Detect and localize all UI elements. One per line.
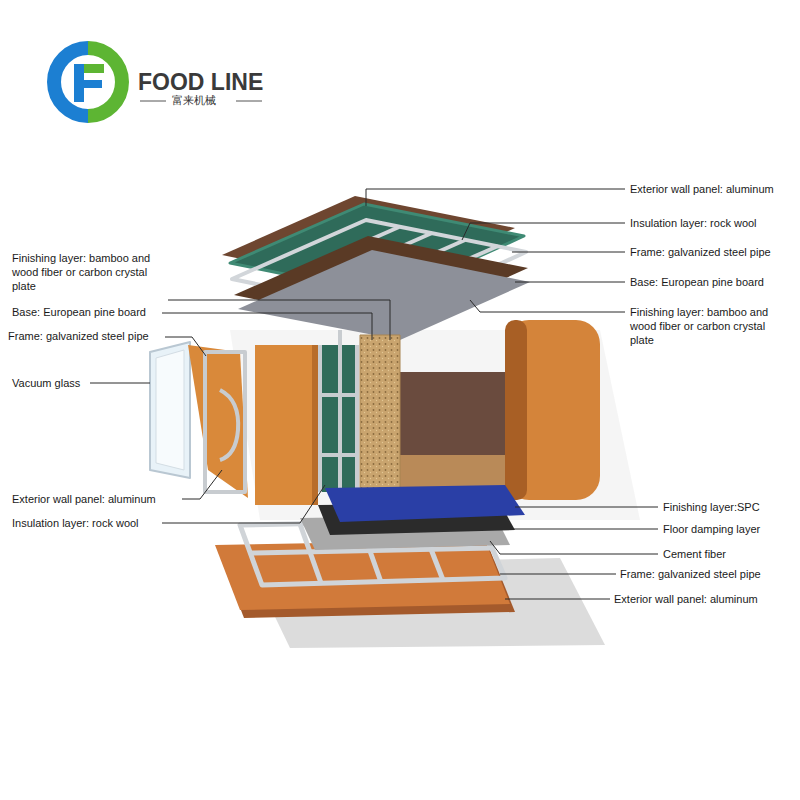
part-label: Base: European pine board — [630, 276, 764, 290]
part-label: Floor damping layer — [663, 523, 760, 537]
wall-panels — [150, 320, 600, 505]
part-label: Finishing layer: bamboo and wood fiber o… — [12, 252, 162, 293]
part-label: Finishing layer:SPC — [663, 501, 760, 515]
part-label: Exterior wall panel: aluminum — [630, 183, 774, 197]
logo-rule — [140, 101, 166, 102]
leader-lines — [90, 189, 658, 599]
floor-layers — [215, 485, 525, 618]
part-label: Exterior wall panel: aluminum — [12, 493, 156, 507]
logo-rule — [236, 101, 262, 102]
part-label: Frame: galvanized steel pipe — [8, 330, 149, 344]
part-label: Insulation layer: rock wool — [630, 217, 757, 231]
logo-icon — [54, 48, 122, 116]
part-label: Frame: galvanized steel pipe — [630, 246, 771, 260]
part-label: Insulation layer: rock wool — [12, 517, 139, 531]
logo-wordmark: FOOD LINE — [138, 68, 263, 97]
logo-subtitle: 富来机械 — [172, 94, 216, 108]
part-label: Exterior wall panel: aluminum — [614, 593, 758, 607]
roof-layers — [222, 196, 530, 340]
part-label: Frame: galvanized steel pipe — [620, 568, 761, 582]
part-label: Cement fiber — [663, 548, 726, 562]
part-label: Base: European pine board — [12, 306, 146, 320]
part-label: Vacuum glass — [12, 377, 80, 391]
part-label: Finishing layer: bamboo and wood fiber o… — [630, 306, 790, 347]
